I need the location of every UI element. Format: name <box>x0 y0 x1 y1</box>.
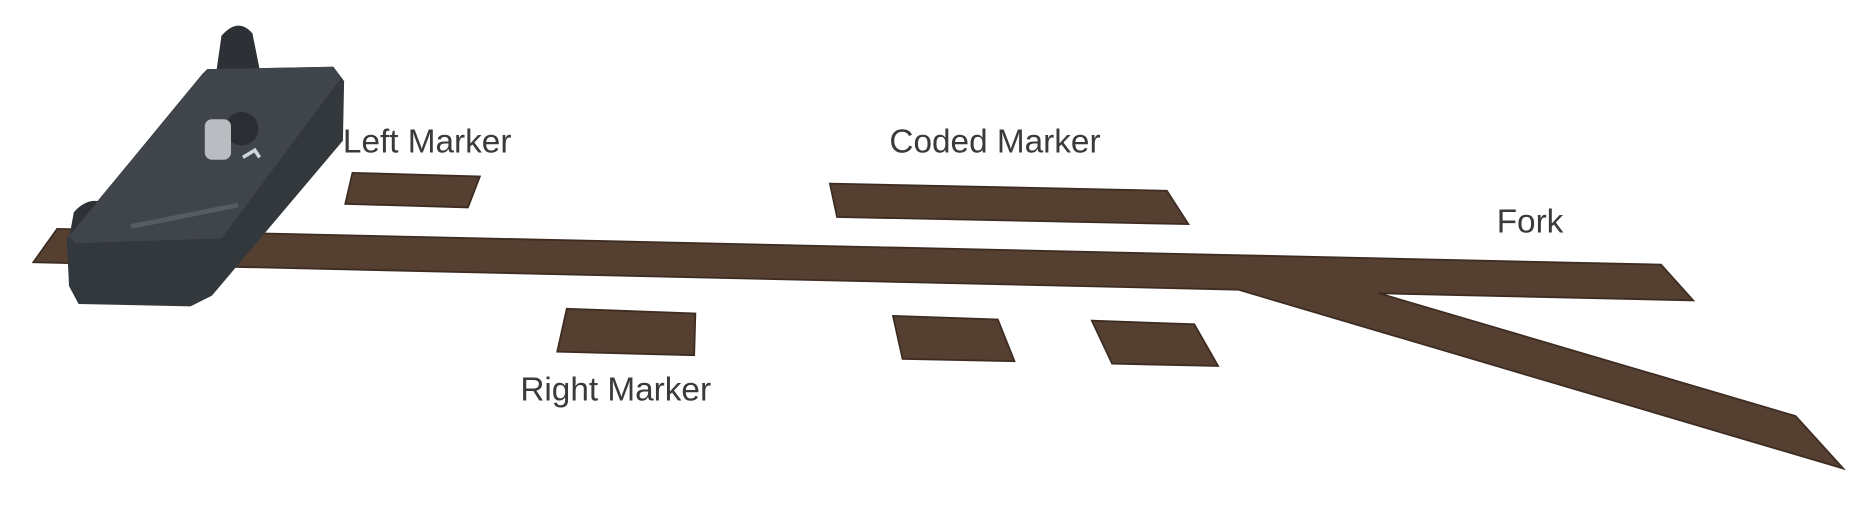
coded-marker-small-strip-2 <box>1090 319 1220 367</box>
sensor-ear-top <box>216 25 260 70</box>
coded-marker-small-strip-1 <box>891 314 1016 363</box>
coded-marker-label: Coded Marker <box>889 124 1100 161</box>
left-marker-strip <box>344 171 482 209</box>
left-marker-label: Left Marker <box>343 124 512 161</box>
coded-marker-long-strip <box>828 182 1190 226</box>
fork-label: Fork <box>1497 203 1564 240</box>
sensor-top-face <box>69 66 341 244</box>
sensor-connector-icon <box>204 119 231 160</box>
sensor-device <box>66 25 345 307</box>
sensor-groove <box>130 202 239 229</box>
right-marker-label: Right Marker <box>520 372 711 409</box>
main-track-with-fork <box>31 227 1846 471</box>
sensor-arrow-icon <box>241 147 262 159</box>
right-marker-strip <box>556 307 697 357</box>
sensor-port-recess <box>225 112 259 146</box>
